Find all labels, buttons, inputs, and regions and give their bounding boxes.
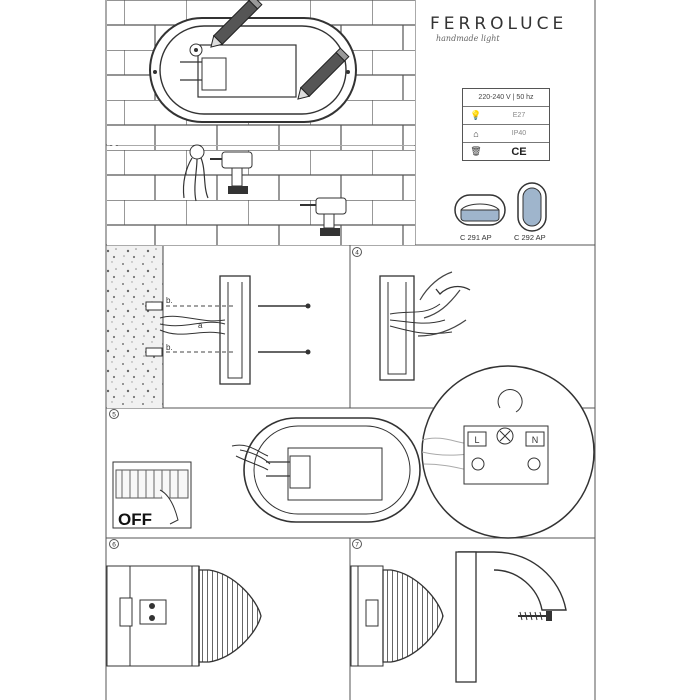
label-b-bottom: b. <box>166 343 173 352</box>
pencil-icon <box>297 47 350 100</box>
step-3-illustration: b. a b. <box>107 246 311 408</box>
model-c292-icon <box>517 182 547 232</box>
step-1-illustration <box>107 0 415 145</box>
step-2-illustration <box>107 144 415 245</box>
svg-text:4: 4 <box>355 250 359 257</box>
model-c292-label: C 292 AP <box>514 233 546 242</box>
terminal-n-label: N <box>532 435 539 445</box>
step-6-number: 6 <box>109 539 119 549</box>
svg-text:6: 6 <box>112 542 116 549</box>
weee-bin-icon: 🗑 <box>470 146 482 156</box>
step-5-number: 5 <box>109 409 119 419</box>
svg-text:7: 7 <box>355 542 359 549</box>
drill-icon <box>300 197 347 236</box>
svg-text:5: 5 <box>112 412 116 419</box>
specs-table: 220-240 V | 50 hz 💡 E27 ⌂ IP40 🗑 CE <box>462 88 550 161</box>
ce-mark: CE <box>511 145 527 158</box>
spec-bulb: 💡 E27 <box>463 106 549 124</box>
circuit-breaker-panel <box>112 461 192 529</box>
pencil-icon <box>210 0 263 48</box>
arrow-icon <box>435 285 471 295</box>
brand-logo: FERROLUCE <box>430 14 568 34</box>
screw-icon <box>518 611 552 621</box>
off-label: OFF <box>118 510 152 529</box>
house-rain-icon: ⌂ <box>473 128 479 139</box>
model-c291-label: C 291 AP <box>460 233 492 242</box>
label-b-top: b. <box>166 296 173 305</box>
terminal-l-label: L <box>474 435 479 445</box>
step-6-illustration <box>106 565 262 667</box>
step-4-illustration <box>379 271 471 381</box>
bulb-icon: 💡 <box>470 110 482 120</box>
step-4-number: 4 <box>352 247 362 257</box>
step-7-number: 7 <box>352 539 362 549</box>
step-5-illustration: L N <box>112 365 595 539</box>
drill-icon <box>210 151 253 194</box>
step-7-illustration <box>350 551 567 683</box>
spec-voltage: 220-240 V | 50 hz <box>478 94 534 101</box>
spec-ip: ⌂ IP40 <box>463 124 549 142</box>
spec-marks: 🗑 CE <box>463 142 549 160</box>
model-c291-icon <box>454 194 506 226</box>
brand-tagline: handmade light <box>436 34 500 43</box>
label-a: a <box>198 321 203 330</box>
